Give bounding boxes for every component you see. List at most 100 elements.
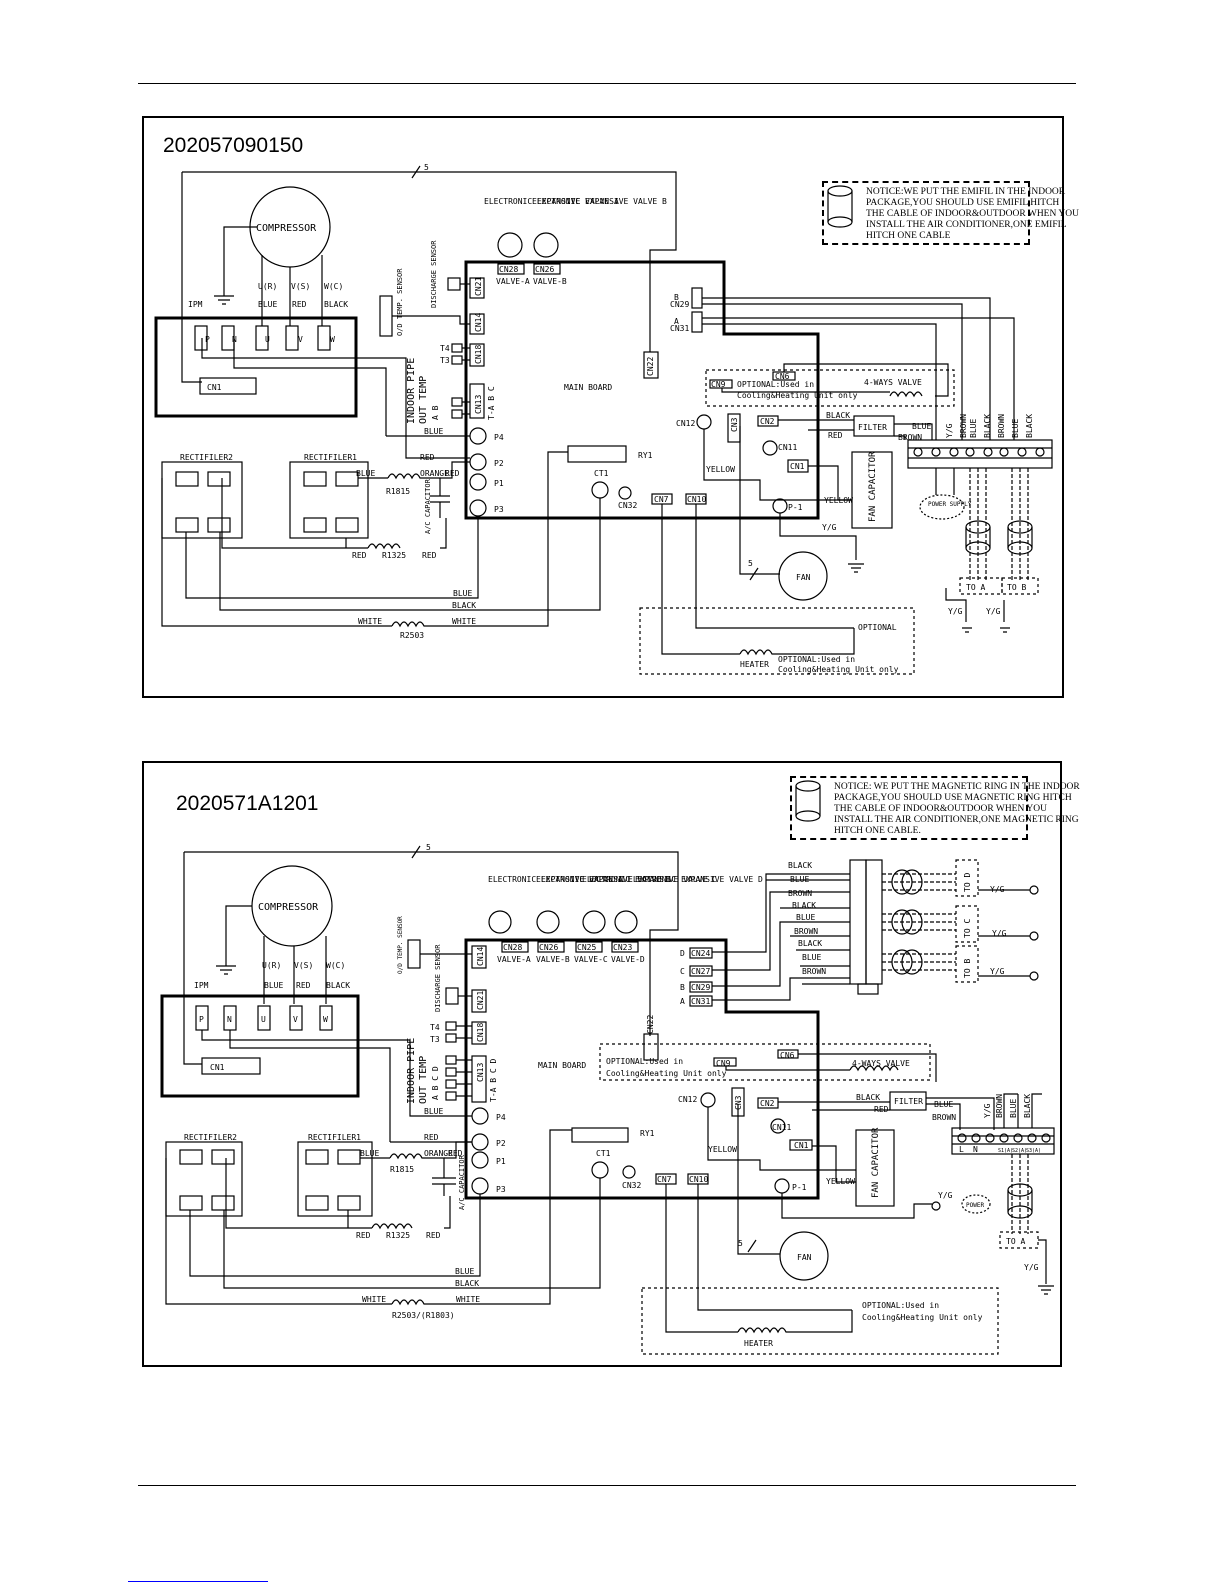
svg-text:WHITE: WHITE xyxy=(452,617,476,626)
fan-capacitor-box-2 xyxy=(855,1129,895,1207)
svg-text:A/C CAPACITOR: A/C CAPACITOR xyxy=(458,1154,466,1210)
svg-text:VALVE-A: VALVE-A xyxy=(497,955,531,964)
terminal-block-2a xyxy=(849,859,867,985)
svg-text:CN12: CN12 xyxy=(678,1095,697,1104)
svg-text:RED: RED xyxy=(426,1231,441,1240)
svg-text:BLUE: BLUE xyxy=(934,1100,953,1109)
rectifier-1 xyxy=(289,461,369,539)
svg-text:D: D xyxy=(680,949,685,958)
svg-text:P-1: P-1 xyxy=(788,503,803,512)
svg-text:U(R): U(R) xyxy=(262,961,281,970)
svg-text:YELLOW: YELLOW xyxy=(706,465,735,474)
fan-capacitor-box xyxy=(851,451,893,529)
svg-text:TO B: TO B xyxy=(963,959,972,978)
svg-text:O/D TEMP. SENSOR: O/D TEMP. SENSOR xyxy=(397,916,404,974)
svg-text:CN11: CN11 xyxy=(772,1123,791,1132)
svg-text:BLUE: BLUE xyxy=(1009,1099,1018,1118)
svg-text:OUT TEMP: OUT TEMP xyxy=(418,1056,429,1104)
svg-text:CN11: CN11 xyxy=(778,443,797,452)
svg-text:CN10: CN10 xyxy=(689,1175,708,1184)
svg-text:CN2: CN2 xyxy=(760,1099,775,1108)
svg-text:R1325: R1325 xyxy=(382,551,406,560)
svg-text:P: P xyxy=(205,335,210,344)
optional-4way-region-2 xyxy=(599,1043,931,1081)
svg-text:CN26: CN26 xyxy=(535,265,554,274)
svg-text:OPTIONAL:Used in: OPTIONAL:Used in xyxy=(737,380,814,389)
svg-text:BLACK: BLACK xyxy=(455,1279,479,1288)
svg-text:P1: P1 xyxy=(494,479,504,488)
svg-text:RED: RED xyxy=(448,1149,463,1158)
svg-text:TO D: TO D xyxy=(963,873,972,892)
rectifier-2b xyxy=(165,1141,243,1217)
svg-text:Y/G: Y/G xyxy=(986,607,1001,616)
svg-text:CN31: CN31 xyxy=(670,324,689,333)
filter-box xyxy=(853,415,895,437)
svg-text:CN28: CN28 xyxy=(503,943,522,952)
svg-text:R2503/(R1803): R2503/(R1803) xyxy=(392,1311,455,1320)
power-supply-icon xyxy=(919,494,965,520)
svg-text:CN22: CN22 xyxy=(646,357,655,376)
svg-text:ELECTRONIC EXPANSIVE VALVE B: ELECTRONIC EXPANSIVE VALVE B xyxy=(536,875,671,884)
main-board-outline-2 xyxy=(464,938,820,1200)
svg-text:ELECTRONIC EXPANSIVE VALVE A: ELECTRONIC EXPANSIVE VALVE A xyxy=(488,875,623,884)
footer-link-underline[interactable] xyxy=(128,1581,268,1582)
svg-text:RY1: RY1 xyxy=(638,451,653,460)
ipm-box-2 xyxy=(160,994,360,1098)
svg-text:FAN: FAN xyxy=(797,1253,812,1262)
svg-text:CN1: CN1 xyxy=(210,1063,225,1072)
svg-text:RECTIFILER2: RECTIFILER2 xyxy=(180,453,233,462)
svg-text:MAIN BOARD: MAIN BOARD xyxy=(538,1061,586,1070)
svg-text:P3: P3 xyxy=(494,505,504,514)
svg-text:O/D TEMP. SENSOR: O/D TEMP. SENSOR xyxy=(396,268,404,336)
svg-text:CN9: CN9 xyxy=(711,380,726,389)
svg-text:CN22: CN22 xyxy=(646,1015,655,1034)
footer-rule xyxy=(138,1485,1076,1486)
svg-text:TO A: TO A xyxy=(966,583,985,592)
heater-label: HEATER xyxy=(740,660,769,669)
svg-text:U(R): U(R) xyxy=(258,282,277,291)
svg-text:P-1: P-1 xyxy=(792,1183,807,1192)
svg-text:P2: P2 xyxy=(494,459,504,468)
svg-text:BROWN: BROWN xyxy=(959,414,968,438)
svg-text:FAN CAPACITOR: FAN CAPACITOR xyxy=(871,1127,881,1198)
ipm-label: IPM xyxy=(188,300,203,309)
diagram-2-notice: NOTICE: WE PUT THE MAGNETIC RING IN THE … xyxy=(790,776,1080,840)
power-icon-2 xyxy=(961,1194,991,1214)
svg-text:ELECTRONIC EXPANSIVE VALVE D: ELECTRONIC EXPANSIVE VALVE D xyxy=(628,875,763,884)
svg-text:Y/G: Y/G xyxy=(983,1103,992,1118)
svg-text:BLUE: BLUE xyxy=(802,953,821,962)
svg-text:L: L xyxy=(959,1145,964,1154)
svg-text:FILTER: FILTER xyxy=(894,1097,923,1106)
svg-text:CN10: CN10 xyxy=(687,495,706,504)
svg-text:CN9: CN9 xyxy=(716,1059,731,1068)
svg-text:BLUE: BLUE xyxy=(356,469,375,478)
svg-text:5: 5 xyxy=(738,1239,743,1248)
svg-text:Cooling&Heating Unit only: Cooling&Heating Unit only xyxy=(862,1313,983,1322)
svg-text:BLACK: BLACK xyxy=(1023,1094,1032,1118)
svg-text:Y/G: Y/G xyxy=(822,523,837,532)
svg-text:Y/G: Y/G xyxy=(938,1191,953,1200)
svg-text:Y/G: Y/G xyxy=(990,885,1005,894)
main-board-label: MAIN BOARD xyxy=(564,383,612,392)
svg-text:BLUE: BLUE xyxy=(424,1107,443,1116)
svg-text:TO C: TO C xyxy=(963,919,972,938)
svg-text:B: B xyxy=(674,293,679,302)
svg-text:CT1: CT1 xyxy=(594,469,609,478)
svg-text:IPM: IPM xyxy=(194,981,209,990)
svg-text:CN29: CN29 xyxy=(670,300,689,309)
svg-text:CT1: CT1 xyxy=(596,1149,611,1158)
svg-text:W: W xyxy=(323,1015,328,1024)
svg-text:Cooling&Heating Unit only: Cooling&Heating Unit only xyxy=(606,1069,727,1078)
wiring-diagram-1 xyxy=(142,116,1064,698)
svg-text:BLACK: BLACK xyxy=(788,861,812,870)
svg-text:TO B: TO B xyxy=(1007,583,1026,592)
svg-text:VALVE-A: VALVE-A xyxy=(496,277,530,286)
svg-text:RECTIFILER1: RECTIFILER1 xyxy=(308,1133,361,1142)
ipm-box xyxy=(154,316,358,418)
svg-text:P4: P4 xyxy=(496,1113,506,1122)
svg-text:RED: RED xyxy=(296,981,311,990)
svg-text:VALVE-C: VALVE-C xyxy=(574,955,608,964)
terminal-block-2b xyxy=(951,1127,1055,1155)
svg-text:BLACK: BLACK xyxy=(326,981,350,990)
svg-text:CN32: CN32 xyxy=(622,1181,641,1190)
